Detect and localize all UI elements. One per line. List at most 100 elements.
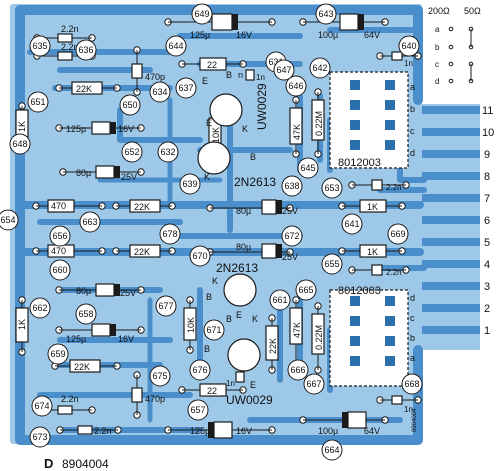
svg-text:647: 647 [276, 65, 291, 75]
res-1k-d-value: 1K [17, 319, 27, 330]
ref-bubble: 647 [273, 59, 295, 81]
cap-80u-b-voltage: 25V [282, 206, 298, 216]
board-id-marker: D [44, 456, 53, 471]
svg-text:641: 641 [344, 219, 359, 229]
ic-upper-pin-a: a [410, 82, 415, 92]
edge-pin-6: 6 [484, 215, 490, 227]
upper-uw-pin-k: K [242, 124, 248, 134]
ref-bubble: 635 [29, 35, 51, 57]
ic-lower: d c b a 8012003 [329, 285, 415, 387]
ref-bubble: 674 [31, 395, 53, 417]
ic-lower-pin-a: a [410, 353, 415, 363]
svg-text:631: 631 [268, 57, 283, 67]
upper-uw-pin-n: n [238, 70, 243, 80]
svg-text:668: 668 [404, 379, 419, 389]
jumper-pin-d: d [435, 77, 439, 86]
svg-text:653: 653 [324, 183, 339, 193]
ref-bubble: 669 [387, 223, 409, 245]
cap-1n-b-value: 1n [256, 73, 265, 82]
ref-bubble: 659 [47, 343, 69, 365]
cap-80u-b-value: 80µ [236, 206, 251, 216]
ref-bubble: 665 [295, 279, 317, 301]
ref-bubble: 636 [75, 39, 97, 61]
ref-bubble: 656 [49, 225, 71, 247]
lower-2n-pin-b: B [206, 292, 212, 302]
svg-text:663: 663 [82, 217, 97, 227]
edge-pin-8: 8 [484, 171, 490, 183]
ref-bubble: 637 [175, 77, 197, 99]
svg-text:636: 636 [78, 45, 93, 55]
edge-connector-fingers [422, 106, 480, 334]
ic-lower-pin-d: d [410, 293, 415, 303]
res-1k-a-value: 1K [17, 121, 27, 132]
cap-80u-d-voltage: 25V [120, 288, 136, 298]
res-22k-e-value: 22K [268, 338, 278, 354]
ref-bubble: 634 [149, 81, 171, 103]
svg-text:645: 645 [300, 163, 315, 173]
edge-pin-11: 11 [482, 105, 493, 117]
ref-bubble: 668 [401, 373, 423, 395]
edge-pin-1: 1 [484, 325, 490, 337]
cap-125u-b-voltage: 16V [236, 30, 252, 40]
svg-text:662: 662 [32, 303, 47, 313]
svg-text:676: 676 [192, 365, 207, 375]
ref-bubble: 652 [121, 141, 143, 163]
res-22k-a-value: 22K [76, 84, 92, 94]
lower-uw-pin-b2: B [204, 344, 210, 354]
ref-bubble: 661 [269, 289, 291, 311]
transistor-uw0029-lower-label: UW0029 [226, 393, 273, 407]
ic-lower-pin-c: c [410, 313, 415, 323]
cap-125u-d-voltage: 16V [236, 426, 252, 436]
lower-uw-pin-b: B [226, 314, 232, 324]
cap-100u-b-voltage: 64V [364, 426, 380, 436]
res-10k-b-value: 10K [186, 317, 196, 333]
ref-bubble: 677 [155, 295, 177, 317]
edge-pin-7: 7 [484, 193, 490, 205]
ic-lower-pin-b: b [410, 333, 415, 343]
cap-1n-d-value: 1n [404, 405, 413, 414]
cap-80u-a-voltage: 25V [121, 172, 137, 182]
cap-100u-a-value: 100µ [318, 30, 338, 40]
ref-bubble: 646 [285, 75, 307, 97]
cap-125u-d-value: 125µ [190, 426, 210, 436]
svg-text:671: 671 [206, 325, 221, 335]
ref-bubble: 664 [321, 439, 343, 461]
cap-1n-a-value: 1n [404, 59, 413, 68]
ref-bubble: 672 [281, 225, 303, 247]
jumper-pin-c: c [435, 60, 439, 69]
svg-text:657: 657 [190, 405, 205, 415]
ref-bubble: 660 [49, 259, 71, 281]
ref-bubble: 640 [398, 35, 420, 57]
ref-bubble: 642 [309, 57, 331, 79]
ref-bubble: 654 [0, 209, 19, 231]
svg-text:665: 665 [298, 285, 313, 295]
ref-bubble: 675 [149, 365, 171, 387]
ref-bubble: 662 [29, 297, 51, 319]
cap-125u-b-value: 125µ [190, 30, 210, 40]
lower-uw-pin-e: E [250, 380, 256, 390]
cap-100u-b-value: 100µ [318, 426, 338, 436]
svg-text:655: 655 [324, 259, 339, 269]
svg-text:640: 640 [401, 41, 416, 51]
res-022m-a-value: 0.22M [314, 111, 324, 136]
lower-2n-pin-e: E [236, 310, 242, 320]
cap-2n2-b-value: 2.2n [61, 42, 79, 52]
svg-text:643: 643 [318, 9, 333, 19]
cap-80u-c-voltage: 25V [282, 252, 298, 262]
ref-bubble: 678 [159, 223, 181, 245]
res-10k-a-value: 10K [211, 127, 221, 143]
svg-text:669: 669 [390, 229, 405, 239]
cap-125u-a-value: 125µ [66, 124, 86, 134]
ref-bubble: 649 [191, 3, 213, 25]
ref-bubble: 632 [157, 141, 179, 163]
cap-1n-c-value: 1n [226, 379, 235, 388]
edge-pin-3: 3 [484, 281, 490, 293]
edge-pin-2: 2 [484, 303, 490, 315]
ic-upper-label: 8012003 [338, 157, 381, 169]
res-22-a-value: 22 [207, 60, 217, 70]
svg-text:634: 634 [152, 87, 167, 97]
svg-text:652: 652 [124, 147, 139, 157]
res-470-a-value: 470 [51, 201, 66, 211]
ref-bubble: 671 [203, 319, 225, 341]
svg-text:677: 677 [158, 301, 173, 311]
